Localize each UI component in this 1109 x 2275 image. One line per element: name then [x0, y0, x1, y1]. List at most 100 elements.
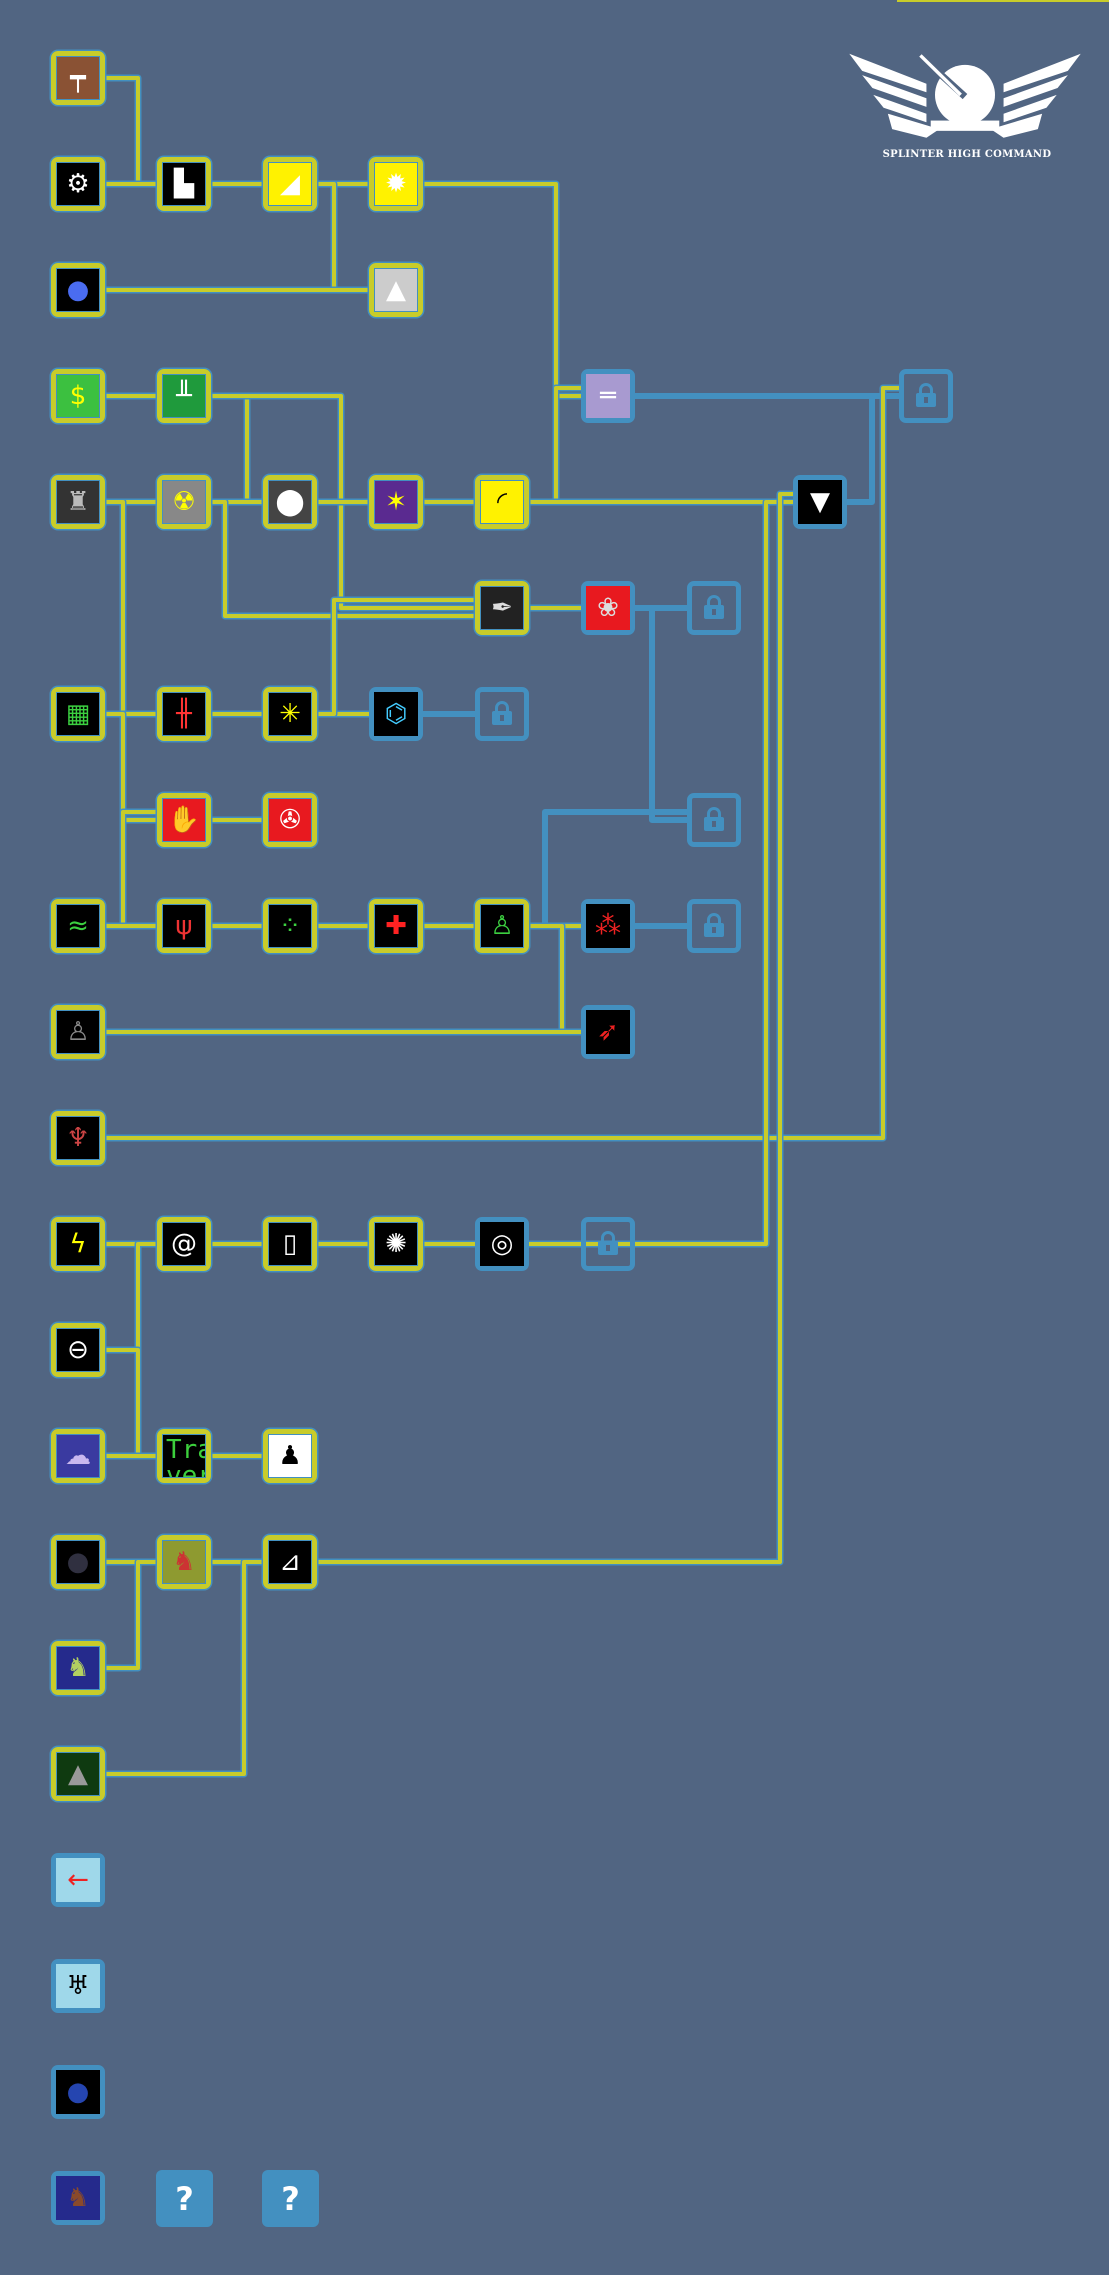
tech-node-blob[interactable]: ⬤	[263, 475, 317, 529]
connection-line	[211, 500, 475, 618]
connection-line	[529, 924, 581, 1034]
arrow-back-icon: ←	[56, 1858, 100, 1902]
tech-node-tablet[interactable]: ▯	[263, 1217, 317, 1271]
person-help-icon: ?	[281, 2179, 300, 2218]
humanoid-icon: ♙	[56, 1010, 100, 1054]
tech-node-humanoid[interactable]: ♙	[51, 1005, 105, 1059]
creature-icon: ♞	[162, 1540, 206, 1584]
tech-node-walker[interactable]: ♅	[51, 1959, 105, 2013]
tech-node-schematic[interactable]: ⊿	[263, 1535, 317, 1589]
lock-icon	[704, 595, 724, 619]
tech-node-energy[interactable]: ϟ	[51, 1217, 105, 1271]
lock-icon	[492, 701, 512, 725]
tech-node-lock-f[interactable]	[581, 1217, 635, 1271]
tech-node-drilling[interactable]: ┯	[51, 51, 105, 105]
tech-node-industry[interactable]: ⚙	[51, 157, 105, 211]
dinosaur-icon: ♞	[56, 1646, 100, 1690]
tech-node-hill[interactable]: ▲	[51, 1747, 105, 1801]
tech-node-beast[interactable]: ♞	[51, 2171, 105, 2225]
dark-planet-icon: ●	[56, 1540, 100, 1584]
tech-node-lock-d[interactable]	[687, 793, 741, 847]
rings-icon: ◎	[480, 1222, 524, 1266]
tech-node-retreat[interactable]: ←	[51, 1853, 105, 1907]
top-progress-bar	[897, 0, 1109, 2]
laser-grid-icon: ✳	[268, 692, 312, 736]
chip-icon: ╫	[162, 692, 206, 736]
connection-line-outline	[105, 498, 263, 824]
tech-node-implant[interactable]: ✒	[475, 581, 529, 635]
network-icon: ⌬	[374, 692, 418, 736]
tech-node-lock-c[interactable]	[475, 687, 529, 741]
locked-connection-line	[635, 605, 687, 823]
tech-node-rings[interactable]: ◎	[475, 1217, 529, 1271]
tech-node-megacity[interactable]: ▲	[369, 263, 423, 317]
tech-node-explosion[interactable]: ✶	[369, 475, 423, 529]
burst-icon: ✺	[374, 1222, 418, 1266]
help-button[interactable]: ?	[156, 2170, 213, 2227]
tech-node-darkworld[interactable]: ●	[51, 1535, 105, 1589]
tech-node-ghost[interactable]: ☁	[51, 1429, 105, 1483]
market-chart-icon: ╨	[162, 374, 206, 418]
tech-node-drop[interactable]: ▼	[793, 475, 847, 529]
connection-line-outline	[317, 180, 369, 294]
tech-node-planet[interactable]: ●	[51, 263, 105, 317]
connection-line	[105, 500, 263, 822]
tech-node-dna[interactable]: ≈	[51, 899, 105, 953]
connection-line	[105, 386, 899, 1140]
tech-node-brain[interactable]: ❀	[581, 581, 635, 635]
tech-node-dino[interactable]: ♞	[51, 1641, 105, 1695]
tech-node-anatomy[interactable]: ✚	[369, 899, 423, 953]
tech-node-burst[interactable]: ✺	[369, 1217, 423, 1271]
cells-icon: ψ	[162, 904, 206, 948]
cyber-hand-icon: ✋	[162, 798, 206, 842]
demon-icon: ♆	[56, 1116, 100, 1160]
tech-node-demon[interactable]: ♆	[51, 1111, 105, 1165]
tech-node-urban[interactable]: ▙	[157, 157, 211, 211]
energy-blob-icon: ⬤	[268, 480, 312, 524]
tech-node-glyph[interactable]: ⊖	[51, 1323, 105, 1377]
tech-node-nanites[interactable]: ⁂	[581, 899, 635, 953]
tech-node-asteroid[interactable]: ✹	[369, 157, 423, 211]
tech-node-blueworld[interactable]: ●	[51, 2065, 105, 2119]
connection-line-outline	[105, 1558, 157, 1672]
connection-line-outline	[211, 392, 263, 506]
tech-node-beam[interactable]: ═	[581, 369, 635, 423]
red-bird-icon: ➶	[586, 1010, 630, 1054]
mech-robot-icon: ♜	[56, 480, 100, 524]
orbital-drop-icon: ▼	[798, 480, 842, 524]
person-button[interactable]: ?	[262, 2170, 319, 2227]
tech-node-lock-b[interactable]	[687, 581, 741, 635]
tech-node-network[interactable]: ⌬	[369, 687, 423, 741]
tech-node-cells[interactable]: ψ	[157, 899, 211, 953]
tech-node-chip[interactable]: ╫	[157, 687, 211, 741]
tech-node-silhouette[interactable]: ♟	[263, 1429, 317, 1483]
tech-node-mech[interactable]: ♜	[51, 475, 105, 529]
ghost-icon: ☁	[56, 1434, 100, 1478]
locked-connection-line	[847, 393, 899, 505]
tech-node-translate[interactable]: Traduirevertalen译 DJWY?Translate	[157, 1429, 211, 1483]
splinter-high-command-logo-icon	[849, 51, 1081, 138]
orbital-strike-icon: ◢	[268, 162, 312, 206]
tech-node-economy[interactable]: $	[51, 369, 105, 423]
tech-node-strike[interactable]: ◢	[263, 157, 317, 211]
tech-node-laser[interactable]: ✳	[263, 687, 317, 741]
lock-icon	[692, 904, 736, 948]
tech-node-satellite[interactable]: ☢	[157, 475, 211, 529]
tech-node-spiral[interactable]: @	[157, 1217, 211, 1271]
tech-node-markets[interactable]: ╨	[157, 369, 211, 423]
satellite-icon: ☢	[162, 480, 206, 524]
tech-node-particle[interactable]: ⁘	[263, 899, 317, 953]
tech-node-creature[interactable]: ♞	[157, 1535, 211, 1589]
tech-node-lock-e[interactable]	[687, 899, 741, 953]
tech-node-lock-a[interactable]	[899, 369, 953, 423]
connection-line-outline	[317, 490, 793, 1566]
orbit-curve-icon: ◜	[480, 480, 524, 524]
tech-node-gear[interactable]: ✇	[263, 793, 317, 847]
red-gear-icon: ✇	[268, 798, 312, 842]
tech-node-cyborg[interactable]: ♙	[475, 899, 529, 953]
tech-node-cyberhand[interactable]: ✋	[157, 793, 211, 847]
tech-node-raptor[interactable]: ➶	[581, 1005, 635, 1059]
earth-icon: ●	[56, 268, 100, 312]
tech-node-orbit[interactable]: ◜	[475, 475, 529, 529]
tech-node-circuit[interactable]: ▦	[51, 687, 105, 741]
